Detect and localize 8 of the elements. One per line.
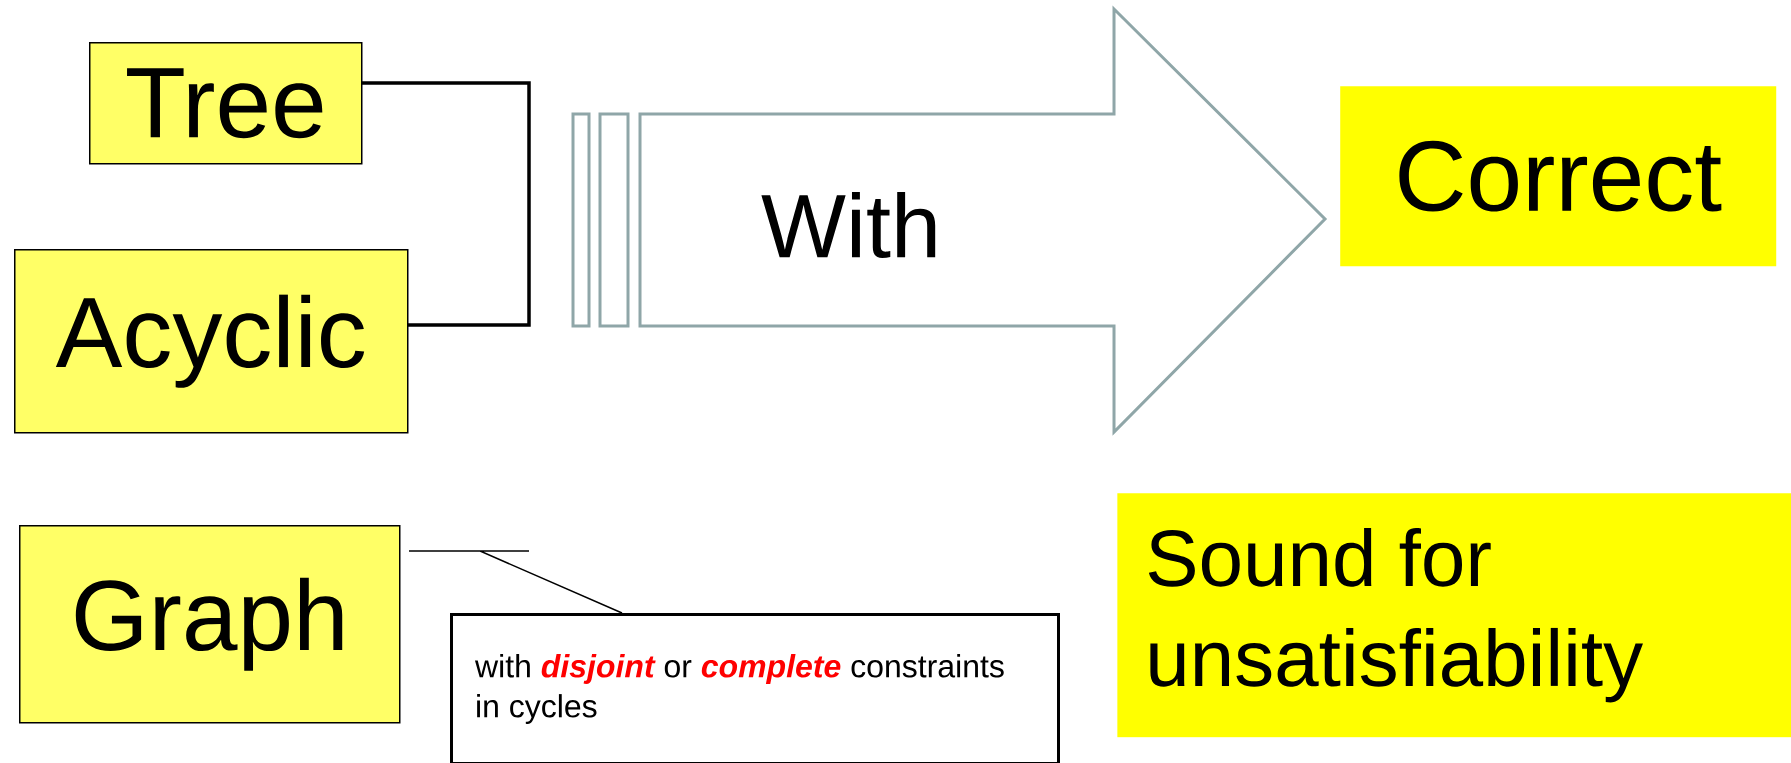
label-box: Correct <box>1340 86 1777 267</box>
leader-line <box>408 550 623 614</box>
callout-box: with disjoint or complete constraints in cycles <box>450 613 1060 763</box>
label-box: Graph <box>19 525 401 724</box>
label-box: Sound for unsatisfiability <box>1117 493 1791 738</box>
label-box: Tree <box>89 42 363 165</box>
bracket-line <box>361 81 531 327</box>
label-box: Acyclic <box>14 249 409 434</box>
